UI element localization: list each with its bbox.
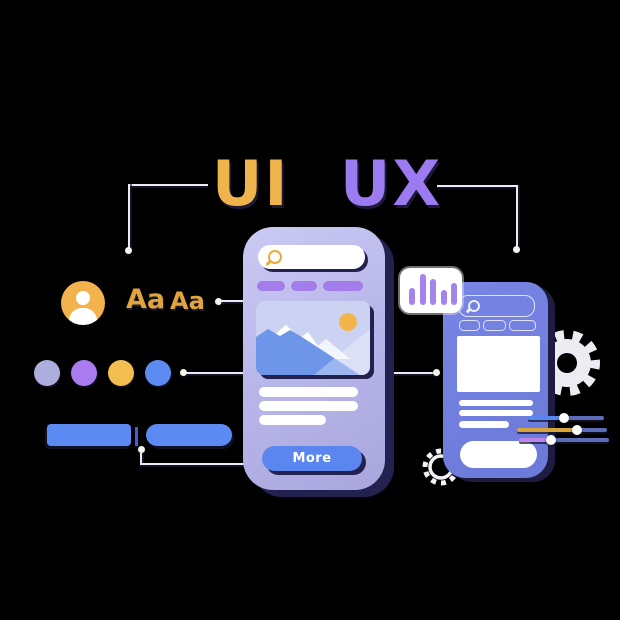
chart-bar: [419, 274, 426, 305]
text-line-placeholder: [259, 401, 358, 411]
text-cursor: [135, 427, 138, 446]
connector-palette-node: [180, 369, 187, 376]
palette-swatch-3[interactable]: [108, 360, 134, 386]
connector-buttons-node: [138, 446, 145, 453]
sample-button-pill[interactable]: [146, 424, 232, 446]
menu-chip[interactable]: [291, 281, 317, 291]
palette-swatch-4[interactable]: [145, 360, 171, 386]
connector-buttons-horizontal: [140, 463, 245, 465]
text-line-placeholder: [259, 387, 358, 397]
connector-phones-node: [433, 369, 440, 376]
outline-chip[interactable]: [459, 320, 480, 331]
avatar-head: [76, 291, 90, 305]
palette-swatch-1[interactable]: [34, 360, 60, 386]
connector-left-node: [125, 247, 132, 254]
slider-blue[interactable]: [528, 413, 604, 423]
chart-bar: [451, 283, 457, 305]
slider-knob[interactable]: [559, 413, 569, 423]
slider-knob[interactable]: [572, 425, 582, 435]
mountain-image-placeholder: [256, 301, 370, 375]
ui-title: UI: [212, 147, 290, 220]
main-phone-mockup: More: [243, 227, 385, 490]
connector-right-horizontal: [437, 185, 518, 187]
secondary-search-bar[interactable]: [458, 295, 535, 317]
main-search-bar[interactable]: [258, 245, 365, 269]
palette-swatch-2[interactable]: [71, 360, 97, 386]
outline-chip[interactable]: [509, 320, 536, 331]
ux-title: UX: [340, 147, 443, 220]
connector-right-node: [513, 246, 520, 253]
slider-knob[interactable]: [546, 435, 556, 445]
chart-bar: [440, 290, 447, 305]
menu-chip[interactable]: [323, 281, 363, 291]
connector-left-vertical: [128, 184, 130, 248]
connector-typography-node: [215, 298, 222, 305]
text-line-placeholder: [259, 415, 326, 425]
more-button[interactable]: More: [262, 446, 362, 471]
connector-right-vertical: [516, 185, 518, 247]
chart-bars: [409, 274, 457, 305]
connector-phones-line: [387, 372, 435, 374]
slider-gold[interactable]: [517, 425, 607, 435]
chart-bar: [430, 279, 436, 305]
outline-chip[interactable]: [483, 320, 506, 331]
connector-left-horizontal: [128, 184, 208, 186]
slider-purple[interactable]: [519, 435, 609, 445]
text-line-placeholder: [459, 410, 533, 416]
content-block-placeholder: [457, 336, 540, 392]
search-icon: [268, 250, 282, 264]
connector-typography-line: [221, 300, 244, 302]
connector-buttons-vertical: [140, 453, 142, 465]
menu-chip[interactable]: [257, 281, 285, 291]
chart-bar: [409, 288, 415, 305]
text-line-placeholder: [459, 400, 533, 406]
connector-palette-line: [186, 372, 244, 374]
sample-button-rect[interactable]: [47, 424, 131, 446]
typography-sample-large: Aa: [126, 284, 166, 315]
text-line-placeholder: [459, 421, 509, 428]
sun-icon: [339, 313, 357, 331]
bar-chart-icon: [400, 268, 462, 313]
search-icon: [468, 300, 480, 312]
bottom-button-placeholder[interactable]: [460, 441, 537, 468]
slider-fill: [528, 416, 564, 420]
more-button-label: More: [292, 451, 332, 466]
slider-fill: [517, 428, 577, 432]
secondary-phone-mockup: [443, 282, 548, 478]
slider-track[interactable]: [519, 438, 609, 442]
typography-sample-small: Aa: [170, 287, 205, 315]
slider-fill: [519, 438, 551, 442]
color-palette: [34, 360, 171, 386]
user-avatar-icon: [61, 281, 105, 325]
avatar-shoulders: [69, 308, 97, 325]
